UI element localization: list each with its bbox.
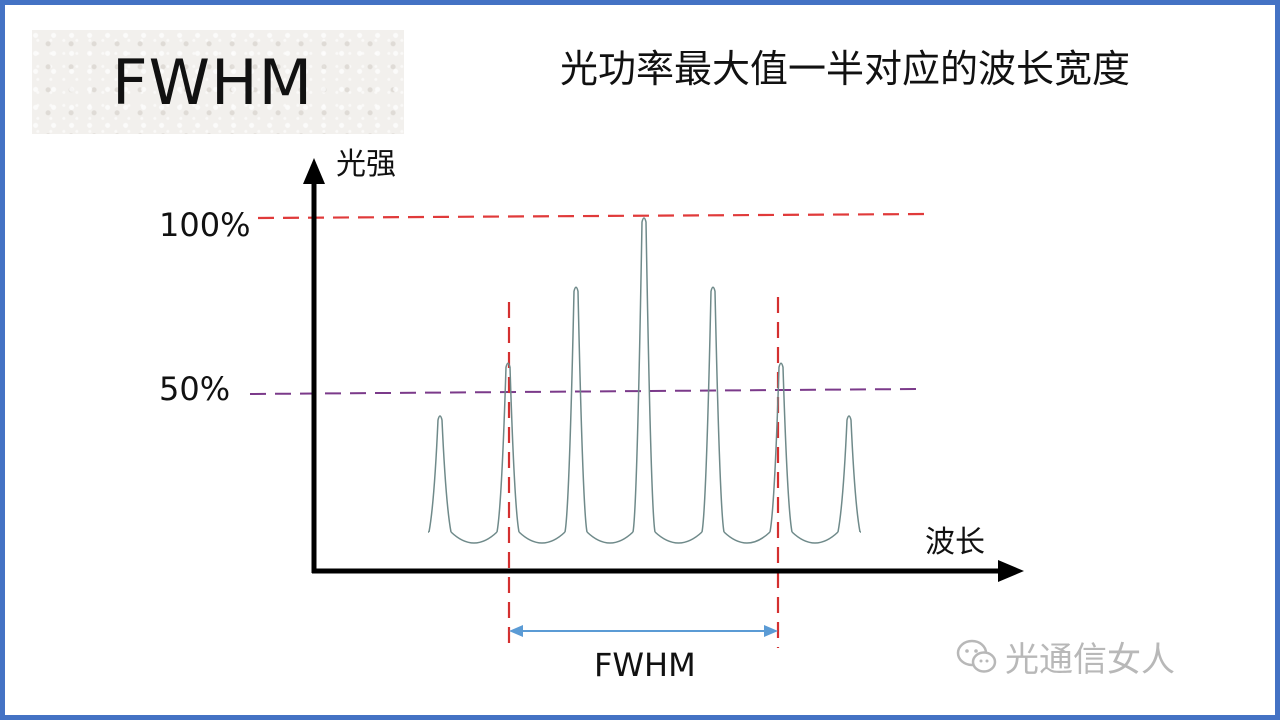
page-title: FWHM [112,46,314,119]
level-100-line [257,212,929,220]
x-axis-label: 波长 [925,525,985,560]
level-50-line [249,388,917,395]
wechat-icon [956,639,997,673]
watermark-text: 光通信女人 [1005,640,1175,680]
spectrum-valley [723,531,771,544]
page-subtitle: 光功率最大值一半对应的波长宽度 [560,47,1131,91]
spectrum-valley [791,531,839,544]
fwhm-span-arrow [509,625,778,637]
title-box: FWHM [32,30,404,134]
spectrum-curve [428,217,861,544]
spectrum-peak [769,362,793,533]
spectrum-valley [654,531,703,544]
watermark: 光通信女人 [955,632,1175,681]
spectrum-peak [496,362,520,533]
spectrum-peak [632,217,656,533]
spectrum-peak [428,415,452,533]
spectrum-peak [701,286,725,533]
fwhm-span-label: FWHM [594,646,696,684]
spectrum-peak [564,286,588,533]
y-axis-label: 光强 [336,147,396,182]
spectrum-valley [586,531,634,544]
spectrum-valley [518,531,566,544]
y-axis [303,158,325,573]
spectrum-peak [837,415,861,533]
spectrum-valley [450,531,498,544]
level-100-label: 100% [159,206,250,244]
level-50-label: 50% [159,370,230,408]
x-axis [312,560,1024,582]
